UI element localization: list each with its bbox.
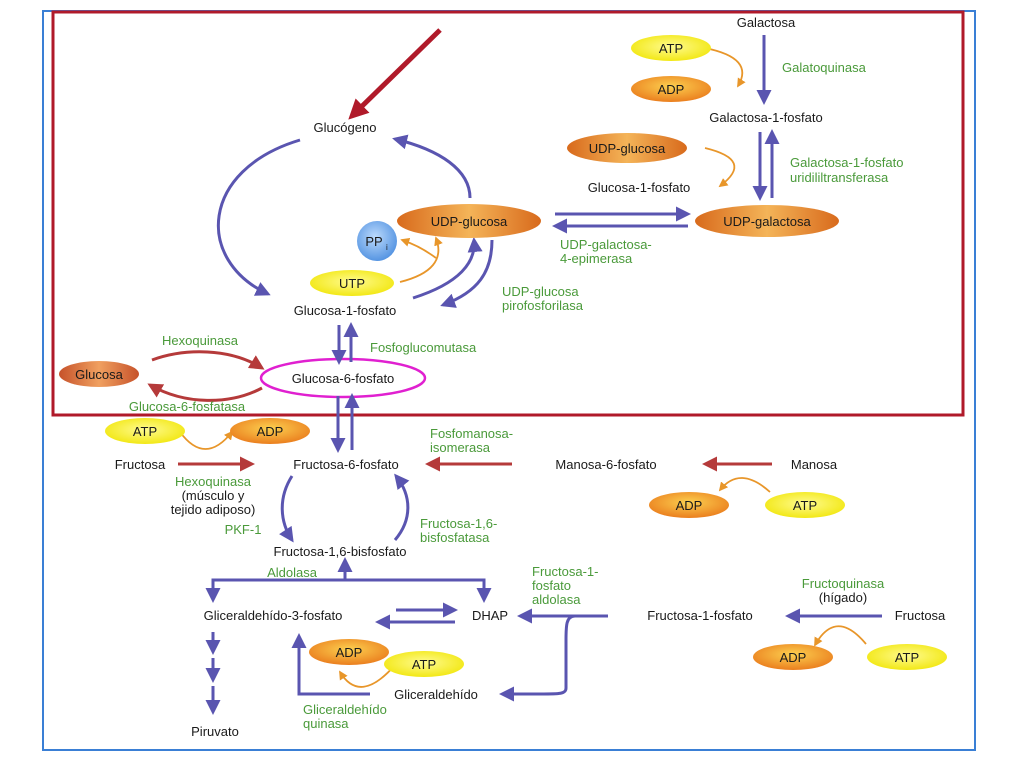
cofactor-arrow-utp: [399, 236, 443, 283]
enzyme-glucosa-6-fosfatasa: Glucosa-6-fosfatasa: [129, 399, 246, 414]
arrow-fbpasa: [393, 473, 410, 541]
cofactor-arrow-manosa: [718, 477, 771, 493]
cofactor-arrow-uridiltransferasa: [704, 147, 736, 188]
diagram-frame: [42, 10, 976, 751]
atp-pill-glicer-quinasa: ATP: [384, 651, 464, 677]
svg-text:ADP: ADP: [780, 650, 807, 665]
cofactor-arrow-hexoquinasa: [179, 430, 234, 450]
udp-galactosa-pill: UDP-galactosa: [695, 205, 839, 237]
label-manosa-6-fosfato: Manosa-6-fosfato: [555, 457, 656, 472]
enzyme-epimerasa-line2: 4-epimerasa: [560, 251, 633, 266]
svg-text:Glucosa: Glucosa: [75, 367, 123, 382]
ppi-circle: PP i: [357, 221, 397, 261]
label-fructosa-6-fosfato: Fructosa-6-fosfato: [293, 457, 399, 472]
arrow-glucosa-to-g6p: [151, 350, 265, 370]
label-glucosa-6-fosfato: Glucosa-6-fosfato: [292, 371, 395, 386]
arrow-pfk1: [279, 475, 294, 543]
svg-text:UDP-glucosa: UDP-glucosa: [589, 141, 666, 156]
aldolasa-split-line: [211, 578, 486, 600]
label-galactosa-1-fosfato: Galactosa-1-fosfato: [709, 110, 822, 125]
arrow-glucogeno-to-g1p: [217, 138, 301, 296]
label-gliceraldehido: Gliceraldehído: [394, 687, 478, 702]
svg-text:ATP: ATP: [133, 424, 157, 439]
arrow-gliceraldehido-to-g3p: [291, 633, 370, 696]
svg-text:ATP: ATP: [793, 498, 817, 513]
adp-pill-galactoquinasa: ADP: [631, 76, 711, 102]
enzyme-f1p-aldolasa-line1: Fructosa-1-: [532, 564, 598, 579]
enzyme-pirofosforilasa-line2: pirofosforilasa: [502, 298, 584, 313]
arrow-udpglc-to-glucogeno: [392, 134, 472, 199]
arrow-g1p-to-udpglc: [412, 237, 483, 300]
svg-text:PP: PP: [365, 234, 382, 249]
svg-text:ADP: ADP: [676, 498, 703, 513]
utp-pill: UTP: [310, 270, 394, 296]
label-dhap: DHAP: [472, 608, 508, 623]
cofactor-arrow-galactoquinasa: [704, 47, 746, 88]
enzyme-f1p-aldolasa-line2: fosfato: [532, 578, 571, 593]
cofactor-arrow-fructoquinasa: [814, 625, 867, 647]
glucosa-pill: Glucosa: [59, 361, 139, 387]
adp-pill-manosa: ADP: [649, 492, 729, 518]
enzyme-fructoquinasa-line1: Fructoquinasa: [802, 576, 885, 591]
atp-pill-galactoquinasa: ATP: [631, 35, 711, 61]
label-fructosa-right: Fructosa: [895, 608, 946, 623]
adp-pill-hexoquinasa: ADP: [230, 418, 310, 444]
atp-pill-hexoquinasa: ATP: [105, 418, 185, 444]
enzyme-f1p-aldolasa-line3: aldolasa: [532, 592, 581, 607]
enzyme-fosfomanosa-line1: Fosfomanosa-: [430, 426, 513, 441]
adp-pill-fructoquinasa: ADP: [753, 644, 833, 670]
arrow-udpglc-to-g1p: [440, 239, 494, 308]
svg-text:UDP-galactosa: UDP-galactosa: [723, 214, 811, 229]
arrow-g6p-to-glucosa: [147, 383, 263, 402]
label-piruvato: Piruvato: [191, 724, 239, 739]
enzyme-gal1p-uridil-line1: Galactosa-1-fosfato: [790, 155, 903, 170]
enzyme-epimerasa-line1: UDP-galactosa-: [560, 237, 652, 252]
enzyme-fructoquinasa-line2: (hígado): [819, 590, 867, 605]
cofactor-arrow-glicer-quinasa: [339, 664, 396, 688]
label-galactosa: Galactosa: [737, 15, 796, 30]
label-manosa: Manosa: [791, 457, 838, 472]
enzyme-hexoquinasa-line3: tejido adiposo): [171, 502, 256, 517]
svg-text:ATP: ATP: [895, 650, 919, 665]
adp-pill-glicer-quinasa: ADP: [309, 639, 389, 665]
atp-pill-manosa: ATP: [765, 492, 845, 518]
svg-text:UDP-glucosa: UDP-glucosa: [431, 214, 508, 229]
enzyme-fosfomanosa-line2: isomerasa: [430, 440, 491, 455]
label-glucosa-1-fosfato-right: Glucosa-1-fosfato: [588, 180, 691, 195]
atp-pill-fructoquinasa: ATP: [867, 644, 947, 670]
label-fructosa-16-bisfosfato: Fructosa-1,6-bisfosfato: [274, 544, 407, 559]
label-fructosa-1-fosfato: Fructosa-1-fosfato: [647, 608, 753, 623]
enzyme-gal1p-uridil-line2: uridililtransferasa: [790, 170, 889, 185]
arrow-f1p-to-gliceraldehido: [499, 614, 576, 702]
svg-text:ADP: ADP: [658, 82, 685, 97]
enzyme-fosfoglucomutasa: Fosfoglucomutasa: [370, 340, 477, 355]
enzyme-glicer-quinasa-line2: quinasa: [303, 716, 349, 731]
enzyme-hexoquinasa-line1: Hexoquinasa: [175, 474, 252, 489]
enzyme-pirofosforilasa-line1: UDP-glucosa: [502, 284, 579, 299]
svg-text:UTP: UTP: [339, 276, 365, 291]
enzyme-galactoquinasa: Galatoquinasa: [782, 60, 867, 75]
label-glucogeno: Glucógeno: [314, 120, 377, 135]
svg-text:ATP: ATP: [412, 657, 436, 672]
udp-glucosa-pill: UDP-glucosa: [397, 204, 541, 238]
svg-text:i: i: [386, 243, 388, 252]
enzyme-fbpasa-line1: Fructosa-1,6-: [420, 516, 497, 531]
enzyme-hexoquinasa-line2: (músculo y: [182, 488, 245, 503]
svg-text:ADP: ADP: [257, 424, 284, 439]
udp-glucosa-pill-right: UDP-glucosa: [567, 133, 687, 163]
svg-text:ATP: ATP: [659, 41, 683, 56]
cofactor-arrow-ppi: [400, 238, 437, 259]
label-fructosa-left: Fructosa: [115, 457, 166, 472]
enzyme-hexoquinasa-top: Hexoquinasa: [162, 333, 239, 348]
label-glucosa-1-fosfato: Glucosa-1-fosfato: [294, 303, 397, 318]
enzyme-pfk1: PKF-1: [225, 522, 262, 537]
highlight-box: [51, 10, 965, 417]
enzyme-fbpasa-line2: bisfosfatasa: [420, 530, 490, 545]
pointer-arrow: [348, 28, 442, 120]
label-gliceraldehido-3-fosfato: Gliceraldehído-3-fosfato: [204, 608, 343, 623]
enzyme-glicer-quinasa-line1: Gliceraldehído: [303, 702, 387, 717]
svg-text:ADP: ADP: [336, 645, 363, 660]
enzyme-aldolasa: Aldolasa: [267, 565, 318, 580]
